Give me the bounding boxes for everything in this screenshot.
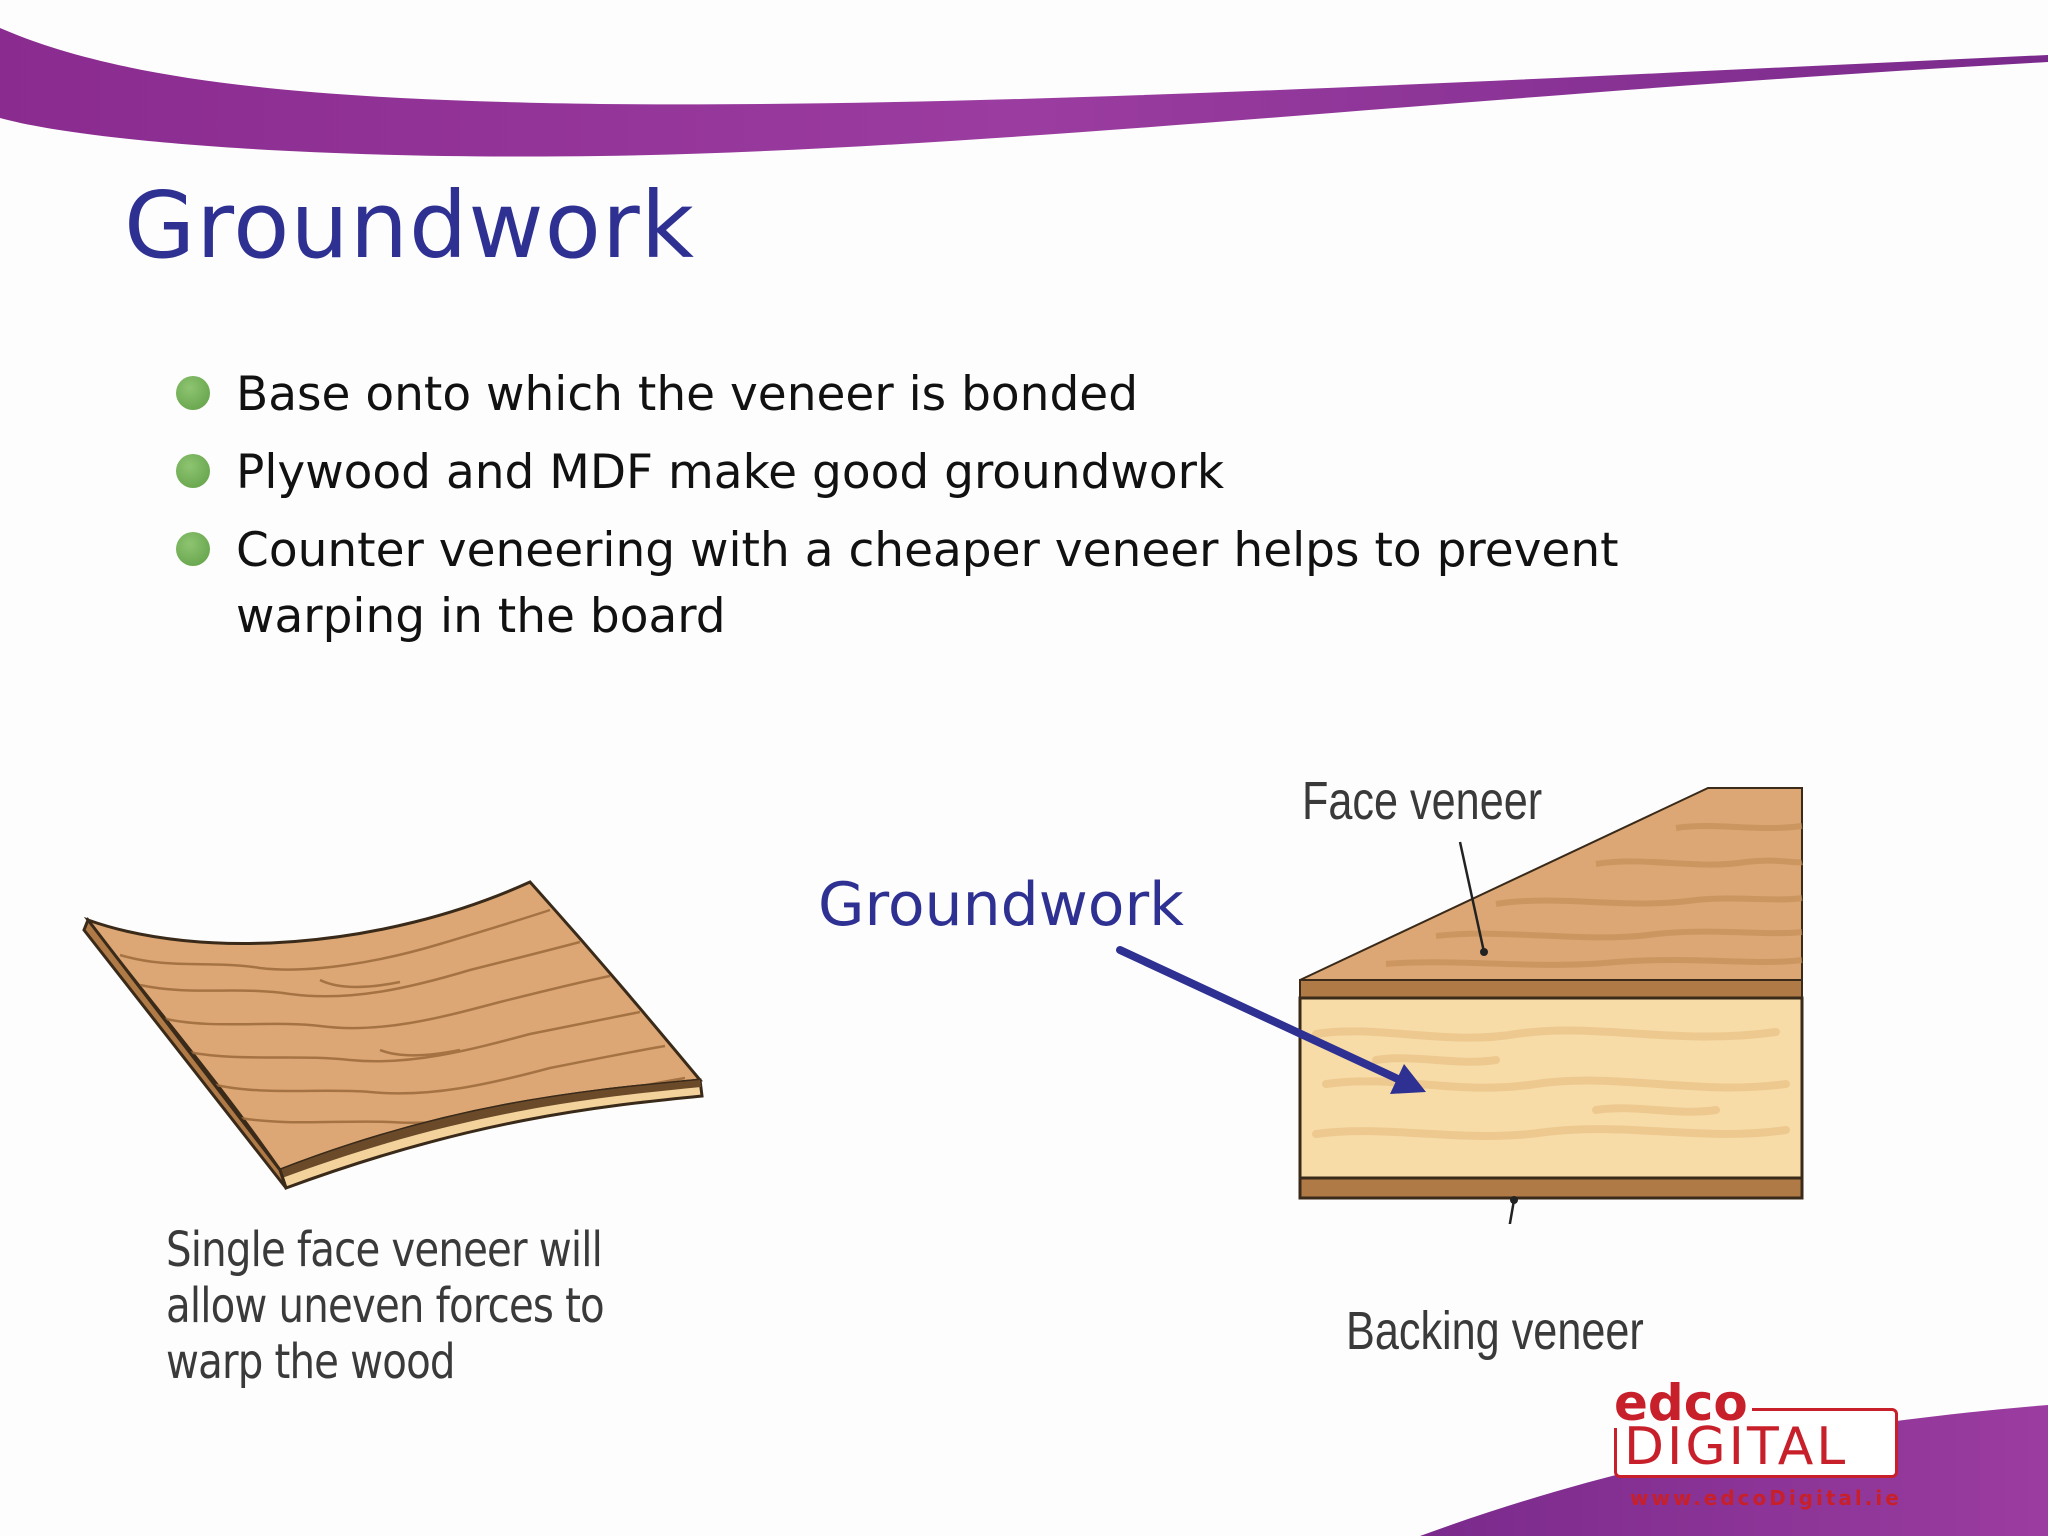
bullet-dot-icon [176, 454, 210, 488]
logo-digital-text: DIGITAL [1624, 1417, 1849, 1477]
bullet-item: Plywood and MDF make good groundwork [176, 440, 1796, 506]
veneer-cross-section-illustration [1298, 787, 1804, 1224]
bullet-list: Base onto which the veneer is bonded Ply… [176, 362, 1796, 662]
bullet-dot-icon [176, 376, 210, 410]
slide-title: Groundwork [124, 172, 696, 279]
caption-line: allow uneven forces to [166, 1278, 605, 1334]
bullet-text: Counter veneering with a cheaper veneer … [236, 523, 1619, 644]
bullet-item: Counter veneering with a cheaper veneer … [176, 518, 1796, 650]
caption-line: warp the wood [166, 1334, 455, 1390]
warped-board-illustration [82, 880, 704, 1190]
logo-edco-text: edco [1614, 1378, 1752, 1428]
warp-caption: Single face veneer will allow uneven for… [166, 1222, 605, 1390]
bullet-dot-icon [176, 532, 210, 566]
top-swoosh-decoration [0, 28, 2048, 157]
groundwork-arrow-icon [1116, 946, 1426, 1094]
groundwork-label: Groundwork [818, 870, 1184, 940]
edco-digital-logo: edco DIGITAL www.edcoDigital.ie [1614, 1378, 1899, 1514]
logo-url-text: www.edcoDigital.ie [1630, 1486, 1902, 1510]
bullet-text: Base onto which the veneer is bonded [236, 367, 1139, 422]
bullet-item: Base onto which the veneer is bonded [176, 362, 1796, 428]
face-veneer-label: Face veneer [1302, 771, 1543, 831]
bullet-text: Plywood and MDF make good groundwork [236, 445, 1225, 500]
backing-veneer-label: Backing veneer [1346, 1301, 1644, 1361]
caption-line: Single face veneer will [166, 1222, 603, 1278]
